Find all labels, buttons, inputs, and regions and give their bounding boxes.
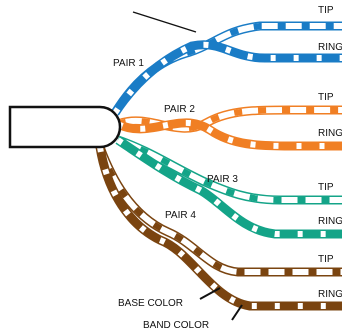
pair-4-label: PAIR 4 — [165, 210, 196, 221]
pair-4-tip-wire-color-bands — [97, 145, 342, 275]
pair-4-ring-label: RING — [318, 289, 342, 300]
base-color-pointer — [199, 287, 221, 300]
pair-3-label: PAIR 3 — [207, 174, 238, 185]
cable-jacket — [8, 105, 122, 149]
band-color-label: BAND COLOR — [143, 320, 209, 329]
pair-2-tip-label: TIP — [318, 92, 334, 103]
pair-3-tip-wire-color-bands — [117, 137, 342, 203]
wires-layer — [95, 21, 342, 311]
pair-2-ring-label: RING — [318, 128, 342, 139]
top-pointer-line — [132, 11, 197, 33]
pair-3-tip-label: TIP — [318, 182, 334, 193]
pair-4-ring-wire — [95, 146, 342, 311]
pair-2-ring-wire-white-bands — [116, 119, 342, 149]
pair-1-tip-label: TIP — [318, 5, 334, 16]
pair-4-ring-wire-outline — [95, 146, 342, 311]
pair-1-ring-wire-outline — [111, 40, 342, 116]
pair-3-ring-label: RING — [318, 216, 342, 227]
band-color-pointer — [231, 304, 243, 321]
pair-3-ring-wire-white-bands — [116, 137, 342, 237]
pair-3-tip-wire — [116, 135, 342, 205]
pair-2-tip-wire — [116, 105, 342, 133]
pair-4-tip-label: TIP — [318, 254, 334, 265]
pair-2-label: PAIR 2 — [164, 104, 195, 115]
pair-3-ring-wire — [115, 136, 342, 239]
pair-2-tip-wire-color-bands — [116, 107, 342, 132]
pair-1-label: PAIR 1 — [113, 58, 144, 69]
base-color-label: BASE COLOR — [118, 298, 183, 309]
pair-1-ring-label: RING — [318, 42, 342, 53]
pair-4-tip-wire — [95, 145, 342, 277]
pair-1-ring-wire — [111, 40, 342, 116]
pair-2-ring-wire — [115, 118, 342, 151]
